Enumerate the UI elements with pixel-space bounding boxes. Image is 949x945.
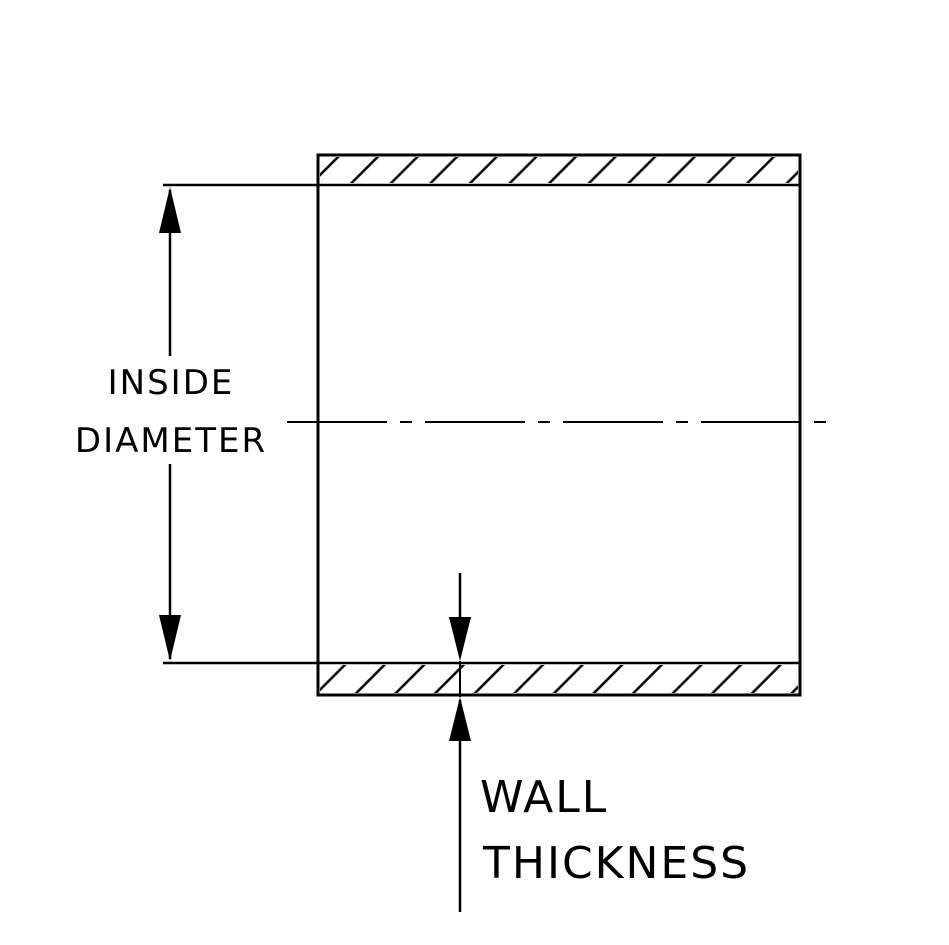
bottom-wall-hatch [320,665,798,693]
top-wall-hatch [320,157,798,183]
tube-cross-section [287,153,833,697]
inside-diameter-label-line2: DIAMETER [75,421,267,461]
wall-thickness-dimension: WALL THICKNESS [449,573,750,912]
up-arrowhead-icon [159,187,181,233]
wall-thickness-label-line2: THICKNESS [482,838,750,889]
inside-diameter-label-line1: INSIDE [108,363,235,403]
wall-thickness-label-line1: WALL [480,772,608,823]
wall-down-arrowhead-icon [449,617,471,661]
tube-outline [316,153,802,697]
down-arrowhead-icon [159,615,181,661]
inside-diameter-dimension: INSIDE DIAMETER [75,183,318,665]
